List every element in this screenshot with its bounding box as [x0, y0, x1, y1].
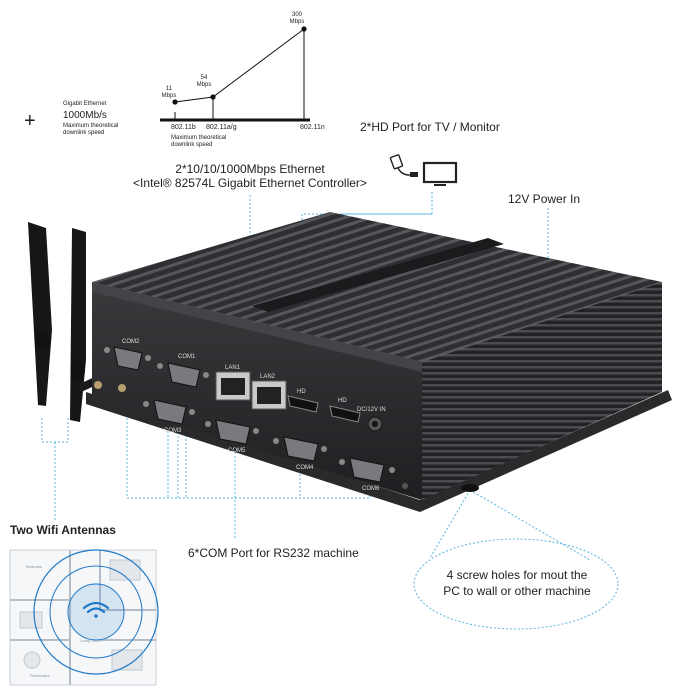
callout-hd-port: 2*HD Port for TV / Monitor	[360, 120, 500, 134]
wifi-icon	[82, 601, 110, 618]
heatsink-side	[422, 282, 662, 500]
lan1-port	[215, 371, 251, 401]
hdmi-cable-icon	[389, 154, 418, 177]
mounting-plate	[86, 390, 672, 512]
coverage-ring-mid	[49, 565, 143, 659]
speed-line	[174, 28, 305, 103]
heatsink-top	[92, 212, 662, 362]
point-300mbps	[301, 26, 307, 32]
label-com5: COM5	[228, 448, 246, 454]
room-label-restaurant: Restaurant	[30, 673, 50, 678]
point-54mbps	[210, 94, 216, 100]
label-lan1: LAN1	[225, 365, 241, 371]
com6-port	[339, 457, 395, 483]
label-54mbps: 54 Mbps	[196, 75, 212, 88]
com5-port	[205, 419, 259, 445]
plus-sign: +	[24, 110, 36, 132]
x-label-80211ag: 802.11a/g	[206, 124, 237, 131]
screw-hole	[461, 484, 479, 492]
leader-screw-right	[469, 489, 591, 561]
point-11mbps	[172, 99, 178, 105]
wifi-floorplan: Bedroom Living room Restaurant	[9, 549, 159, 686]
x-label-80211b: 802.11b	[171, 124, 196, 131]
lan2-port	[251, 380, 287, 410]
label-300mbps: 300 Mbps	[289, 12, 305, 25]
port-labels: COM2 COM1 LAN1 LAN2 HD HD DC/12V IN COM3…	[122, 339, 386, 492]
label-com4: COM4	[296, 465, 314, 471]
gigabit-title: Gigabit Ethernet	[63, 101, 107, 107]
panel-screw	[402, 483, 408, 489]
coverage-ring-outer	[33, 549, 159, 675]
com4-port	[273, 436, 327, 462]
com1-port	[157, 362, 209, 388]
gigabit-desc-1: Maximum theoretical	[63, 123, 119, 129]
gigabit-speed: 1000Mb/s	[63, 110, 107, 121]
fanless-pc-chassis	[86, 212, 672, 512]
label-11mbps: 11 Mbps	[161, 86, 177, 99]
antenna-right	[70, 228, 86, 422]
monitor-icon	[422, 161, 458, 186]
room-label-bedroom: Bedroom	[26, 564, 43, 569]
com3-port	[143, 399, 195, 425]
chart-footer-1: Maximum theoretical	[171, 135, 227, 141]
gigabit-desc-2: downlink speed	[63, 130, 105, 136]
coverage-ring-inner	[67, 583, 125, 641]
antenna-connector-1	[94, 381, 102, 389]
label-hd2: HD	[338, 398, 347, 404]
label-com6: COM6	[362, 486, 380, 492]
x-label-80211n: 802.11n	[300, 124, 325, 131]
leader-antenna-bracket	[41, 418, 69, 443]
wifi-speed-chart	[160, 26, 310, 122]
callout-screw-2: PC to wall or other machine	[443, 584, 591, 598]
screw-callout-ellipse	[413, 538, 619, 630]
antenna-left	[28, 222, 52, 406]
hd1-port	[287, 395, 319, 413]
antenna-connector-2	[118, 384, 126, 392]
label-com3: COM3	[164, 428, 182, 434]
heatsink-groove	[252, 238, 504, 312]
leader-screw-left	[429, 489, 471, 559]
hd2-port	[329, 405, 361, 423]
room-label-living: Living room	[80, 638, 101, 643]
callout-power: 12V Power In	[508, 192, 581, 206]
label-hd1: HD	[297, 389, 306, 395]
label-lan2: LAN2	[260, 374, 276, 380]
io-ports	[94, 346, 408, 489]
label-com1: COM1	[178, 354, 196, 360]
callout-ethernet-1: 2*10/10/1000Mbps Ethernet	[175, 162, 325, 176]
callout-com: 6*COM Port for RS232 machine	[188, 546, 359, 560]
dc-power-jack	[367, 416, 383, 432]
label-dc: DC/12V IN	[357, 407, 386, 413]
callout-screw-1: 4 screw holes for mout the	[446, 568, 588, 582]
wifi-antennas	[28, 222, 101, 422]
callout-wifi: Two Wifi Antennas	[10, 523, 116, 537]
com2-port	[104, 346, 151, 371]
callout-ethernet-2: <Intel® 82574L Gigabit Ethernet Controll…	[133, 176, 367, 190]
label-com2: COM2	[122, 339, 140, 345]
chart-footer-2: downlink speed	[171, 142, 213, 148]
